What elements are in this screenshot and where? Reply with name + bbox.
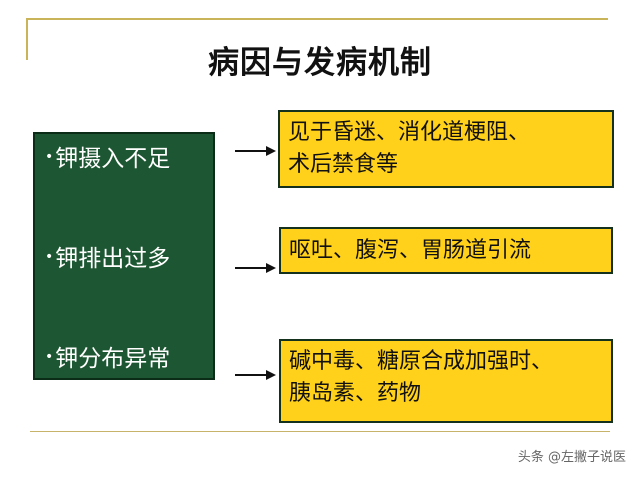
cause-label-excretion: 钾排出过多 xyxy=(55,246,171,272)
result-box-excretion: 呕吐、腹泻、胃肠道引流 xyxy=(279,227,613,274)
slide-title: 病因与发病机制 xyxy=(208,44,432,81)
bullet-icon: • xyxy=(45,349,54,365)
result-text-line: 术后禁食等 xyxy=(288,152,399,177)
watermark: 头条 @左撇子说医 xyxy=(517,450,626,465)
cause-item-intake: •钾摄入不足 xyxy=(45,144,170,177)
left-decorative-line xyxy=(26,18,28,60)
result-text-line: 胰岛素、药物 xyxy=(289,381,422,406)
result-box-distribution: 碱中毒、糖原合成加强时、 胰岛素、药物 xyxy=(279,339,613,423)
right-arrow-icon xyxy=(235,370,276,380)
result-box-intake: 见于昏迷、消化道梗阻、 术后禁食等 xyxy=(278,110,614,188)
right-arrow-icon xyxy=(235,263,276,273)
causes-panel: •钾摄入不足 •钾排出过多 •钾分布异常 xyxy=(33,132,215,380)
cause-label-distribution: 钾分布异常 xyxy=(55,346,171,372)
result-text-line: 见于昏迷、消化道梗阻、 xyxy=(288,120,531,145)
result-text-line: 呕吐、腹泻、胃肠道引流 xyxy=(289,238,532,263)
right-arrow-icon xyxy=(235,146,276,156)
cause-label-intake: 钾摄入不足 xyxy=(55,146,171,172)
bottom-decorative-line xyxy=(30,431,610,432)
cause-item-distribution: •钾分布异常 xyxy=(45,344,170,377)
top-decorative-line xyxy=(28,18,608,20)
result-text-line: 碱中毒、糖原合成加强时、 xyxy=(289,349,554,374)
cause-item-excretion: •钾排出过多 xyxy=(45,244,170,277)
bullet-icon: • xyxy=(45,149,54,165)
bullet-icon: • xyxy=(45,249,54,265)
